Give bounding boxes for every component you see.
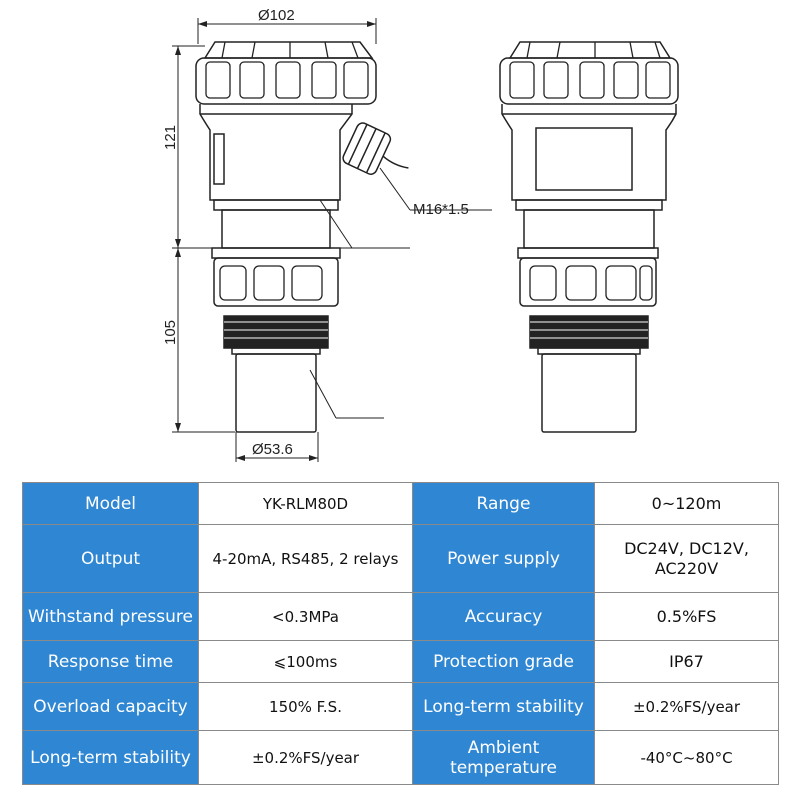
spec-value: -40°C~80°C [594, 730, 779, 785]
spec-label: Overload capacity [22, 682, 199, 731]
dim-diameter-top: Ø102 [258, 7, 295, 24]
spec-label: Power supply [412, 524, 595, 593]
specs-table: Model YK-RLM80D Range 0~120m Output 4-20… [22, 482, 779, 785]
spec-value: ±0.2%FS/year [594, 682, 779, 731]
spec-value: ⩽100ms [198, 640, 413, 683]
side-view: Ø102 121 105 [162, 7, 492, 462]
table-row: Output 4-20mA, RS485, 2 relays Power sup… [22, 524, 779, 593]
spec-value: 0~120m [594, 482, 779, 525]
table-row: Withstand pressure <0.3MPa Accuracy 0.5%… [22, 592, 779, 641]
spec-label: Ambient temperature [412, 730, 595, 785]
dim-height-upper: 121 [162, 125, 179, 150]
spec-label: Model [22, 482, 199, 525]
spec-label: Long-term stability [22, 730, 199, 785]
spec-label: Withstand pressure [22, 592, 199, 641]
spec-value: 0.5%FS [594, 592, 779, 641]
spec-label: Response time [22, 640, 199, 683]
spec-value: 4-20mA, RS485, 2 relays [198, 524, 413, 593]
table-row: Response time ⩽100ms Protection grade IP… [22, 640, 779, 683]
spec-label: Protection grade [412, 640, 595, 683]
spec-value: DC24V, DC12V, AC220V [594, 524, 779, 593]
spec-value: ±0.2%FS/year [198, 730, 413, 785]
thread-label: M16*1.5 [413, 201, 469, 218]
spec-label: Output [22, 524, 199, 593]
spec-value: <0.3MPa [198, 592, 413, 641]
front-view [499, 41, 679, 433]
dim-diameter-bottom: Ø53.6 [252, 441, 293, 458]
spec-label: Long-term stability [412, 682, 595, 731]
table-row: Model YK-RLM80D Range 0~120m [22, 482, 779, 525]
spec-value: IP67 [594, 640, 779, 683]
spec-label: Accuracy [412, 592, 595, 641]
table-row: Overload capacity 150% F.S. Long-term st… [22, 682, 779, 731]
spec-value: YK-RLM80D [198, 482, 413, 525]
technical-drawing: Ø102 121 105 [162, 7, 679, 462]
table-row: Long-term stability ±0.2%FS/year Ambient… [22, 730, 779, 785]
spec-value: 150% F.S. [198, 682, 413, 731]
spec-label: Range [412, 482, 595, 525]
dim-height-lower: 105 [162, 320, 179, 345]
